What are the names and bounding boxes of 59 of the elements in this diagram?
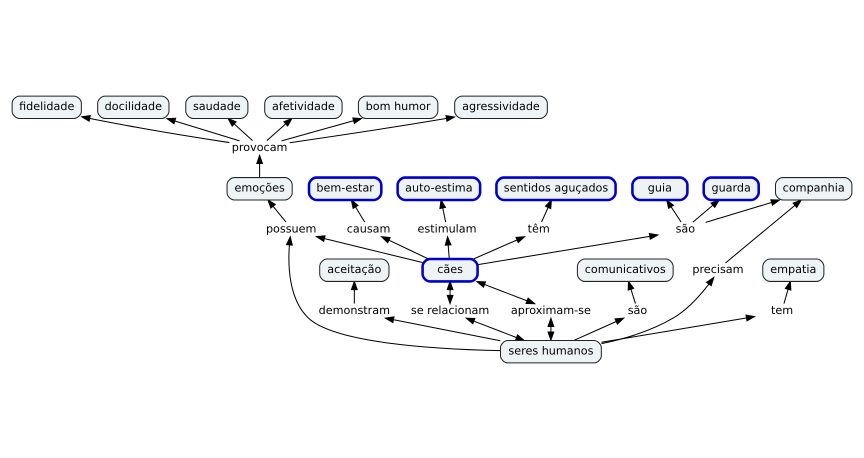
arrow [281, 116, 363, 141]
node-box: seres humanos [500, 340, 602, 363]
arrow [474, 236, 526, 259]
node-box: auto-estima [396, 176, 482, 201]
arrow [628, 279, 636, 304]
arrow [350, 198, 366, 222]
arrow [226, 116, 253, 140]
node-text: aproximam-se [510, 303, 591, 316]
arrow [266, 198, 286, 222]
node-box: emoções [226, 176, 293, 200]
node-box: fidelidade [12, 95, 82, 118]
node-text: estimulam [417, 222, 477, 235]
arrow [166, 117, 240, 141]
node-text: precisam [692, 262, 744, 276]
node-text: demonstram [318, 303, 390, 316]
node-text: são [628, 303, 648, 316]
arrow [601, 314, 756, 342]
node-box: bom humor [358, 95, 438, 118]
arrow [290, 114, 456, 143]
arrow [706, 198, 781, 222]
node-text: se relacionam [410, 303, 490, 316]
arrow [314, 234, 423, 262]
node-text: têm [528, 222, 550, 235]
node-text: causam [346, 222, 390, 235]
arrow [692, 198, 720, 222]
node-box: comunicativos [576, 258, 674, 282]
node-text: possuem [266, 222, 316, 235]
node-box: bem-estar [308, 176, 383, 201]
node-box: saudade [185, 95, 248, 118]
arrow [601, 276, 715, 344]
node-box: guia [631, 176, 689, 201]
node-box: guarda [702, 176, 760, 201]
arrow [384, 316, 500, 341]
node-box: companhia [774, 176, 852, 200]
arrow [478, 232, 660, 265]
node-box: afetividade [264, 95, 343, 118]
arrow [256, 153, 264, 177]
arrow [666, 198, 682, 222]
node-text: provocam [232, 140, 288, 154]
arrow [266, 116, 294, 140]
node-box: docilidade [97, 95, 170, 118]
arrow [286, 234, 500, 351]
node-box: agressividade [454, 95, 548, 118]
arrow [547, 316, 554, 342]
arrow [574, 317, 626, 340]
node-box: cães [421, 257, 479, 282]
node-text: são [676, 222, 696, 235]
arrow [80, 114, 230, 143]
arrow [725, 198, 802, 263]
arrow [783, 279, 792, 304]
arrow [350, 279, 358, 304]
arrow [541, 198, 552, 222]
node-box: empatia [762, 258, 824, 282]
arrow [444, 234, 452, 258]
arrow [380, 236, 428, 259]
node-box: aceitação [319, 258, 390, 282]
node-text: tem [771, 303, 794, 316]
node-box: sentidos aguçados [495, 176, 617, 201]
arrow [475, 280, 536, 304]
